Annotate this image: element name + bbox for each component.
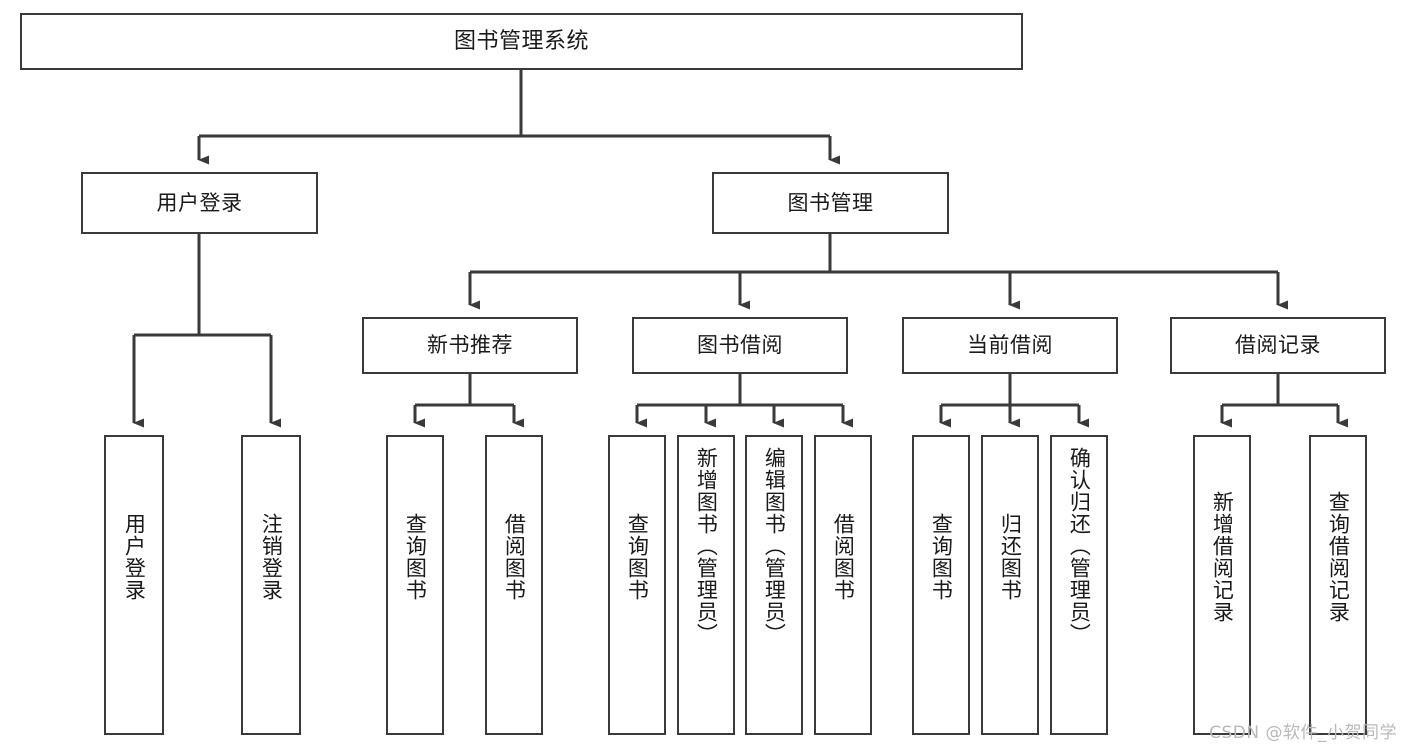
node-label: 当前借阅 [967, 333, 1053, 358]
node-leaf-query-borrow-record[interactable]: 查询借阅记录 [1309, 435, 1367, 735]
node-label: 用户登录 [156, 190, 243, 215]
node-label: 查询图书 [625, 513, 650, 601]
node-label: 注销登录 [259, 513, 284, 601]
node-leaf-query-book-1[interactable]: 查询图书 [386, 435, 444, 735]
node-current-borrowing[interactable]: 当前借阅 [902, 317, 1118, 374]
node-leaf-query-book-3[interactable]: 查询图书 [912, 435, 970, 735]
node-label: 借阅图书 [831, 513, 856, 601]
node-label: 用户登录 [122, 513, 147, 601]
node-borrowing-records[interactable]: 借阅记录 [1170, 317, 1386, 374]
node-label: 确认归还（管理员） [1067, 447, 1092, 645]
node-leaf-logout[interactable]: 注销登录 [241, 435, 301, 735]
node-user-login[interactable]: 用户登录 [81, 172, 318, 234]
node-label: 新书推荐 [427, 333, 513, 358]
node-leaf-add-book-admin[interactable]: 新增图书（管理员） [677, 435, 735, 735]
node-label: 查询图书 [929, 513, 954, 601]
csdn-watermark: CSDN @软件_小贺同学 [1209, 723, 1397, 743]
node-leaf-borrow-book-2[interactable]: 借阅图书 [814, 435, 872, 735]
node-root-book-management-system[interactable]: 图书管理系统 [20, 13, 1023, 70]
node-label: 新增图书（管理员） [694, 447, 719, 645]
node-label: 查询借阅记录 [1326, 491, 1351, 623]
node-leaf-borrow-book-1[interactable]: 借阅图书 [485, 435, 543, 735]
node-label: 编辑图书（管理员） [762, 447, 787, 645]
node-leaf-query-book-2[interactable]: 查询图书 [608, 435, 666, 735]
node-label: 借阅图书 [502, 513, 527, 601]
node-book-management[interactable]: 图书管理 [712, 172, 949, 234]
node-leaf-confirm-return-admin[interactable]: 确认归还（管理员） [1050, 435, 1108, 735]
node-label: 图书借阅 [697, 333, 783, 358]
node-new-book-recommendation[interactable]: 新书推荐 [362, 317, 578, 374]
node-leaf-user-login[interactable]: 用户登录 [104, 435, 164, 735]
node-label: 归还图书 [998, 513, 1023, 601]
node-leaf-add-borrow-record[interactable]: 新增借阅记录 [1193, 435, 1251, 735]
node-label: 图书管理 [787, 190, 874, 215]
node-leaf-edit-book-admin[interactable]: 编辑图书（管理员） [745, 435, 803, 735]
node-label: 新增借阅记录 [1210, 491, 1235, 623]
node-label: 图书管理系统 [453, 28, 589, 54]
node-book-borrowing[interactable]: 图书借阅 [632, 317, 848, 374]
node-label: 借阅记录 [1235, 333, 1321, 358]
node-label: 查询图书 [403, 513, 428, 601]
node-leaf-return-book[interactable]: 归还图书 [981, 435, 1039, 735]
